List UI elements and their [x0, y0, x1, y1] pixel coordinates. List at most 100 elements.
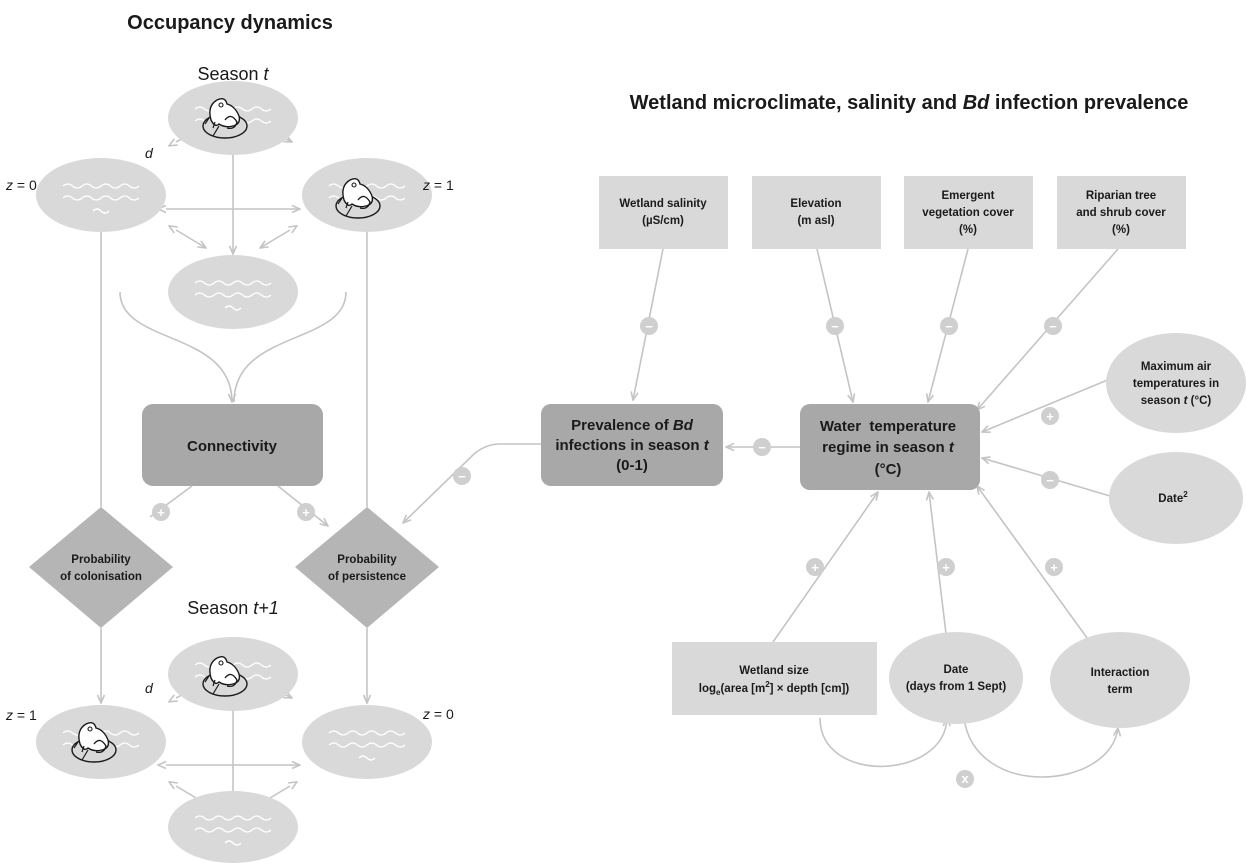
svg-text:season t (°C): season t (°C) [1141, 395, 1212, 407]
connectivity-node: Connectivity [142, 404, 323, 486]
z0-bottom-label: z = 0 [422, 706, 454, 722]
edge-date-interaction-loop [963, 717, 1118, 778]
svg-text:+: + [157, 505, 165, 520]
persistence-node: Probability of persistence [295, 507, 439, 628]
svg-text:loge(area [m2] × depth [cm]): loge(area [m2] × depth [cm]) [699, 680, 850, 697]
edge-size-watertemp [772, 492, 878, 643]
svg-text:Wetland size: Wetland size [739, 665, 808, 677]
max-air-temperature-node: Maximum air temperatures in season t (°C… [1106, 333, 1246, 433]
z0-top-label: z = 0 [5, 177, 37, 193]
svg-text:+: + [811, 560, 819, 575]
occupancy-title: Occupancy dynamics [127, 12, 333, 34]
wetland-bot-north [168, 637, 298, 711]
svg-text:Probability: Probability [337, 554, 397, 566]
svg-text:+: + [942, 560, 950, 575]
svg-text:Wetland salinity: Wetland salinity [619, 198, 707, 210]
svg-text:vegetation cover: vegetation cover [922, 207, 1014, 219]
minus-badge-elevation: − [826, 317, 844, 335]
plus-badge-interaction: + [1045, 558, 1063, 576]
svg-text:+: + [302, 505, 310, 520]
wetland-top-north [168, 81, 298, 155]
wetland-bot-east [302, 705, 432, 779]
svg-text:+: + [1050, 560, 1058, 575]
edge-maxair-watertemp [982, 378, 1111, 432]
elevation-node: Elevation (m asl) [752, 176, 881, 249]
svg-text:−: − [1046, 473, 1054, 488]
minus-badge-watertemp-prevalence: − [753, 438, 771, 456]
plus-badge-connectivity-colonisation: + [152, 503, 170, 521]
minus-badge-riparian: − [1044, 317, 1062, 335]
svg-text:Water temperature: Water temperature [820, 418, 956, 435]
svg-text:(°C): (°C) [875, 461, 902, 478]
svg-text:and shrub cover: and shrub cover [1076, 207, 1166, 219]
svg-text:Riparian tree: Riparian tree [1086, 190, 1156, 202]
wetland-bot-west [36, 705, 166, 779]
svg-text:term: term [1108, 684, 1133, 696]
minus-badge-prevalence-persistence: − [453, 467, 471, 485]
svg-text:(%): (%) [959, 224, 977, 236]
svg-text:Date: Date [944, 664, 969, 676]
svg-text:−: − [458, 469, 466, 484]
season-t-label: Season t [197, 64, 269, 84]
svg-text:(0-1): (0-1) [616, 457, 648, 474]
svg-text:−: − [1049, 319, 1057, 334]
svg-text:of colonisation: of colonisation [60, 571, 142, 583]
edge-prevalence-persistence [403, 443, 541, 523]
wetland-top-west [36, 158, 166, 232]
edge-size-date-loop [819, 718, 947, 768]
svg-text:(%): (%) [1112, 224, 1130, 236]
season-t1-label: Season t+1 [187, 598, 279, 618]
plus-badge-date: + [937, 558, 955, 576]
minus-badge-date-squared: − [1041, 471, 1059, 489]
svg-text:(µS/cm): (µS/cm) [642, 215, 684, 227]
svg-text:Elevation: Elevation [790, 198, 841, 210]
svg-text:Prevalence of Bd: Prevalence of Bd [571, 417, 694, 434]
edge-top-se [260, 230, 290, 248]
svg-text:Connectivity: Connectivity [187, 438, 278, 455]
plus-badge-connectivity-persistence: + [297, 503, 315, 521]
svg-text:x: x [961, 771, 969, 786]
z1-bottom-label: z = 1 [5, 707, 37, 723]
svg-text:infections in season t: infections in season t [555, 437, 709, 454]
svg-text:Probability: Probability [71, 554, 131, 566]
date-squared-node: Date2 [1109, 452, 1243, 544]
date-node: Date (days from 1 Sept) [889, 632, 1023, 724]
prevalence-node: Prevalence of Bd infections in season t … [541, 404, 723, 486]
interaction-term-node: Interaction term [1050, 632, 1190, 728]
d-bottom-label: d [145, 680, 154, 696]
svg-text:(days from 1 Sept): (days from 1 Sept) [906, 681, 1006, 693]
minus-badge-salinity: − [640, 317, 658, 335]
wetland-title: Wetland microclimate, salinity and Bd in… [630, 92, 1189, 114]
wetland-top-south [168, 255, 298, 329]
svg-text:of persistence: of persistence [328, 571, 406, 583]
wetland-bot-south [168, 791, 298, 863]
d-top-label: d [145, 145, 154, 161]
svg-text:(m asl): (m asl) [797, 215, 834, 227]
svg-text:Maximum air: Maximum air [1141, 361, 1212, 373]
water-temperature-node: Water temperature regime in season t (°C… [800, 404, 980, 490]
edge-funnel-left [119, 291, 232, 402]
colonisation-node: Probability of colonisation [29, 507, 173, 628]
riparian-cover-node: Riparian tree and shrub cover (%) [1057, 176, 1186, 249]
times-badge-date-interaction: x [956, 770, 974, 788]
plus-badge-wetland-size: + [806, 558, 824, 576]
svg-text:Date2: Date2 [1158, 490, 1188, 505]
z1-top-label: z = 1 [422, 177, 454, 193]
plus-badge-max-air: + [1041, 407, 1059, 425]
wetland-top-east [302, 158, 432, 232]
svg-text:Emergent: Emergent [941, 190, 994, 202]
svg-text:Interaction: Interaction [1091, 667, 1150, 679]
svg-text:temperatures in: temperatures in [1133, 378, 1219, 390]
sign-badges: + + − − − − − + − − + + + x [152, 317, 1063, 788]
svg-text:regime in season t: regime in season t [822, 439, 955, 456]
svg-text:−: − [945, 319, 953, 334]
svg-text:+: + [1046, 409, 1054, 424]
edge-top-sw [176, 230, 206, 248]
svg-text:−: − [758, 440, 766, 455]
edge-funnel-right [233, 291, 347, 403]
emergent-vegetation-node: Emergent vegetation cover (%) [904, 176, 1033, 249]
svg-text:−: − [831, 319, 839, 334]
salinity-node: Wetland salinity (µS/cm) [599, 176, 728, 249]
svg-text:−: − [645, 319, 653, 334]
